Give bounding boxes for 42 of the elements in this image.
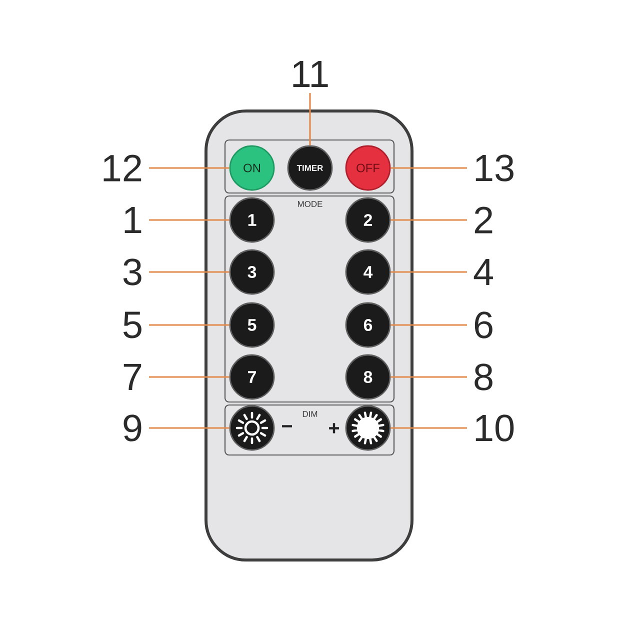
leader-line [390, 324, 467, 326]
number-button: 6 [345, 302, 391, 348]
number-button: 1 [229, 197, 275, 243]
leader-line [149, 271, 230, 273]
number-button: 4 [345, 249, 391, 295]
off-button: OFF [345, 145, 391, 191]
callout-number: 6 [474, 312, 492, 338]
timer-button: TIMER [287, 145, 333, 191]
callout-number: 8 [474, 364, 492, 390]
callout-number: 12 [104, 154, 142, 182]
leader-line [309, 93, 311, 146]
leader-line [149, 427, 230, 429]
number-button: 7 [229, 354, 275, 400]
callout-number: 7 [124, 364, 142, 390]
leader-line [390, 427, 467, 429]
callout-number: 9 [124, 414, 142, 442]
callout-number: 13 [476, 154, 514, 182]
leader-line [390, 167, 467, 169]
leader-line [149, 376, 230, 378]
callout-number: 5 [123, 312, 142, 338]
panel-label: DIM [302, 411, 318, 417]
leader-line [390, 271, 467, 273]
panel-label: MODE [298, 201, 322, 207]
button-panel [224, 139, 395, 194]
number-button: 8 [345, 354, 391, 400]
minus-sign: − [282, 425, 292, 428]
callout-number: 4 [474, 258, 493, 286]
leader-line [149, 324, 230, 326]
leader-line [149, 167, 230, 169]
callout-number: 10 [476, 414, 514, 442]
callout-number: 1 [124, 206, 142, 234]
number-button: 3 [229, 249, 275, 295]
callout-number: 2 [474, 206, 492, 234]
callout-number: 11 [293, 60, 328, 87]
number-button: 5 [229, 302, 275, 348]
number-button: 2 [345, 197, 391, 243]
leader-line [149, 219, 230, 221]
leader-line [390, 376, 467, 378]
leader-line [390, 219, 467, 221]
on-button: ON [229, 145, 275, 191]
callout-number: 3 [123, 258, 142, 286]
plus-sign: + [329, 423, 340, 434]
